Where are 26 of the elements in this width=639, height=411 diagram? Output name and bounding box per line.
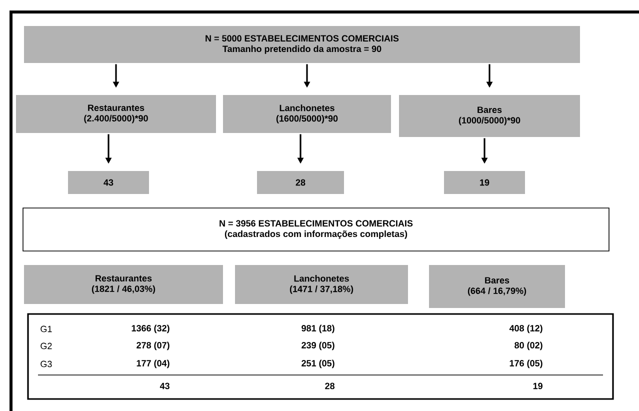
count-value: 408 (12) <box>509 324 542 334</box>
group-label: G3 <box>40 360 52 368</box>
stratum-box: Restaurantes (1821 / 46,03%) <box>24 265 223 304</box>
sample-size-box: 28 <box>257 171 344 194</box>
population-box: N = 5000 ESTABELECIMENTOS COMERCIAIS Tamanho pretendido da amostra = 90 <box>24 26 580 63</box>
count-value: 251 (05) <box>302 360 334 368</box>
count-value: 177 (04) <box>136 360 170 368</box>
total-value: 43 <box>160 382 170 390</box>
count-value: 80 (02) <box>514 342 542 350</box>
count-value: 239 (05) <box>302 342 334 350</box>
total-value: 28 <box>325 382 335 390</box>
stratum-box: Bares (664 / 16,79%) <box>429 265 565 308</box>
total-value: 19 <box>533 382 542 390</box>
stratum-box: Restaurantes (2.400/5000)*90 <box>16 95 216 133</box>
sample-size-box: 43 <box>68 171 149 194</box>
count-value: 278 (07) <box>136 342 170 350</box>
stratum-box: Lanchonetes (1471 / 37,18%) <box>235 265 408 304</box>
group-label: G1 <box>40 326 52 332</box>
stratum-box: Bares (1000/5000)*90 <box>399 95 580 137</box>
stratum-box: Lanchonetes (1600/5000)*90 <box>223 95 391 133</box>
count-value: 981 (18) <box>302 324 334 334</box>
count-value: 176 (05) <box>510 360 542 368</box>
sample-size-box: 19 <box>444 171 525 194</box>
population-box: N = 3956 ESTABELECIMENTOS COMERCIAIS (cadastrados com informações completas) <box>22 208 610 252</box>
count-value: 1366 (32) <box>132 324 170 334</box>
group-label: G2 <box>40 342 52 350</box>
